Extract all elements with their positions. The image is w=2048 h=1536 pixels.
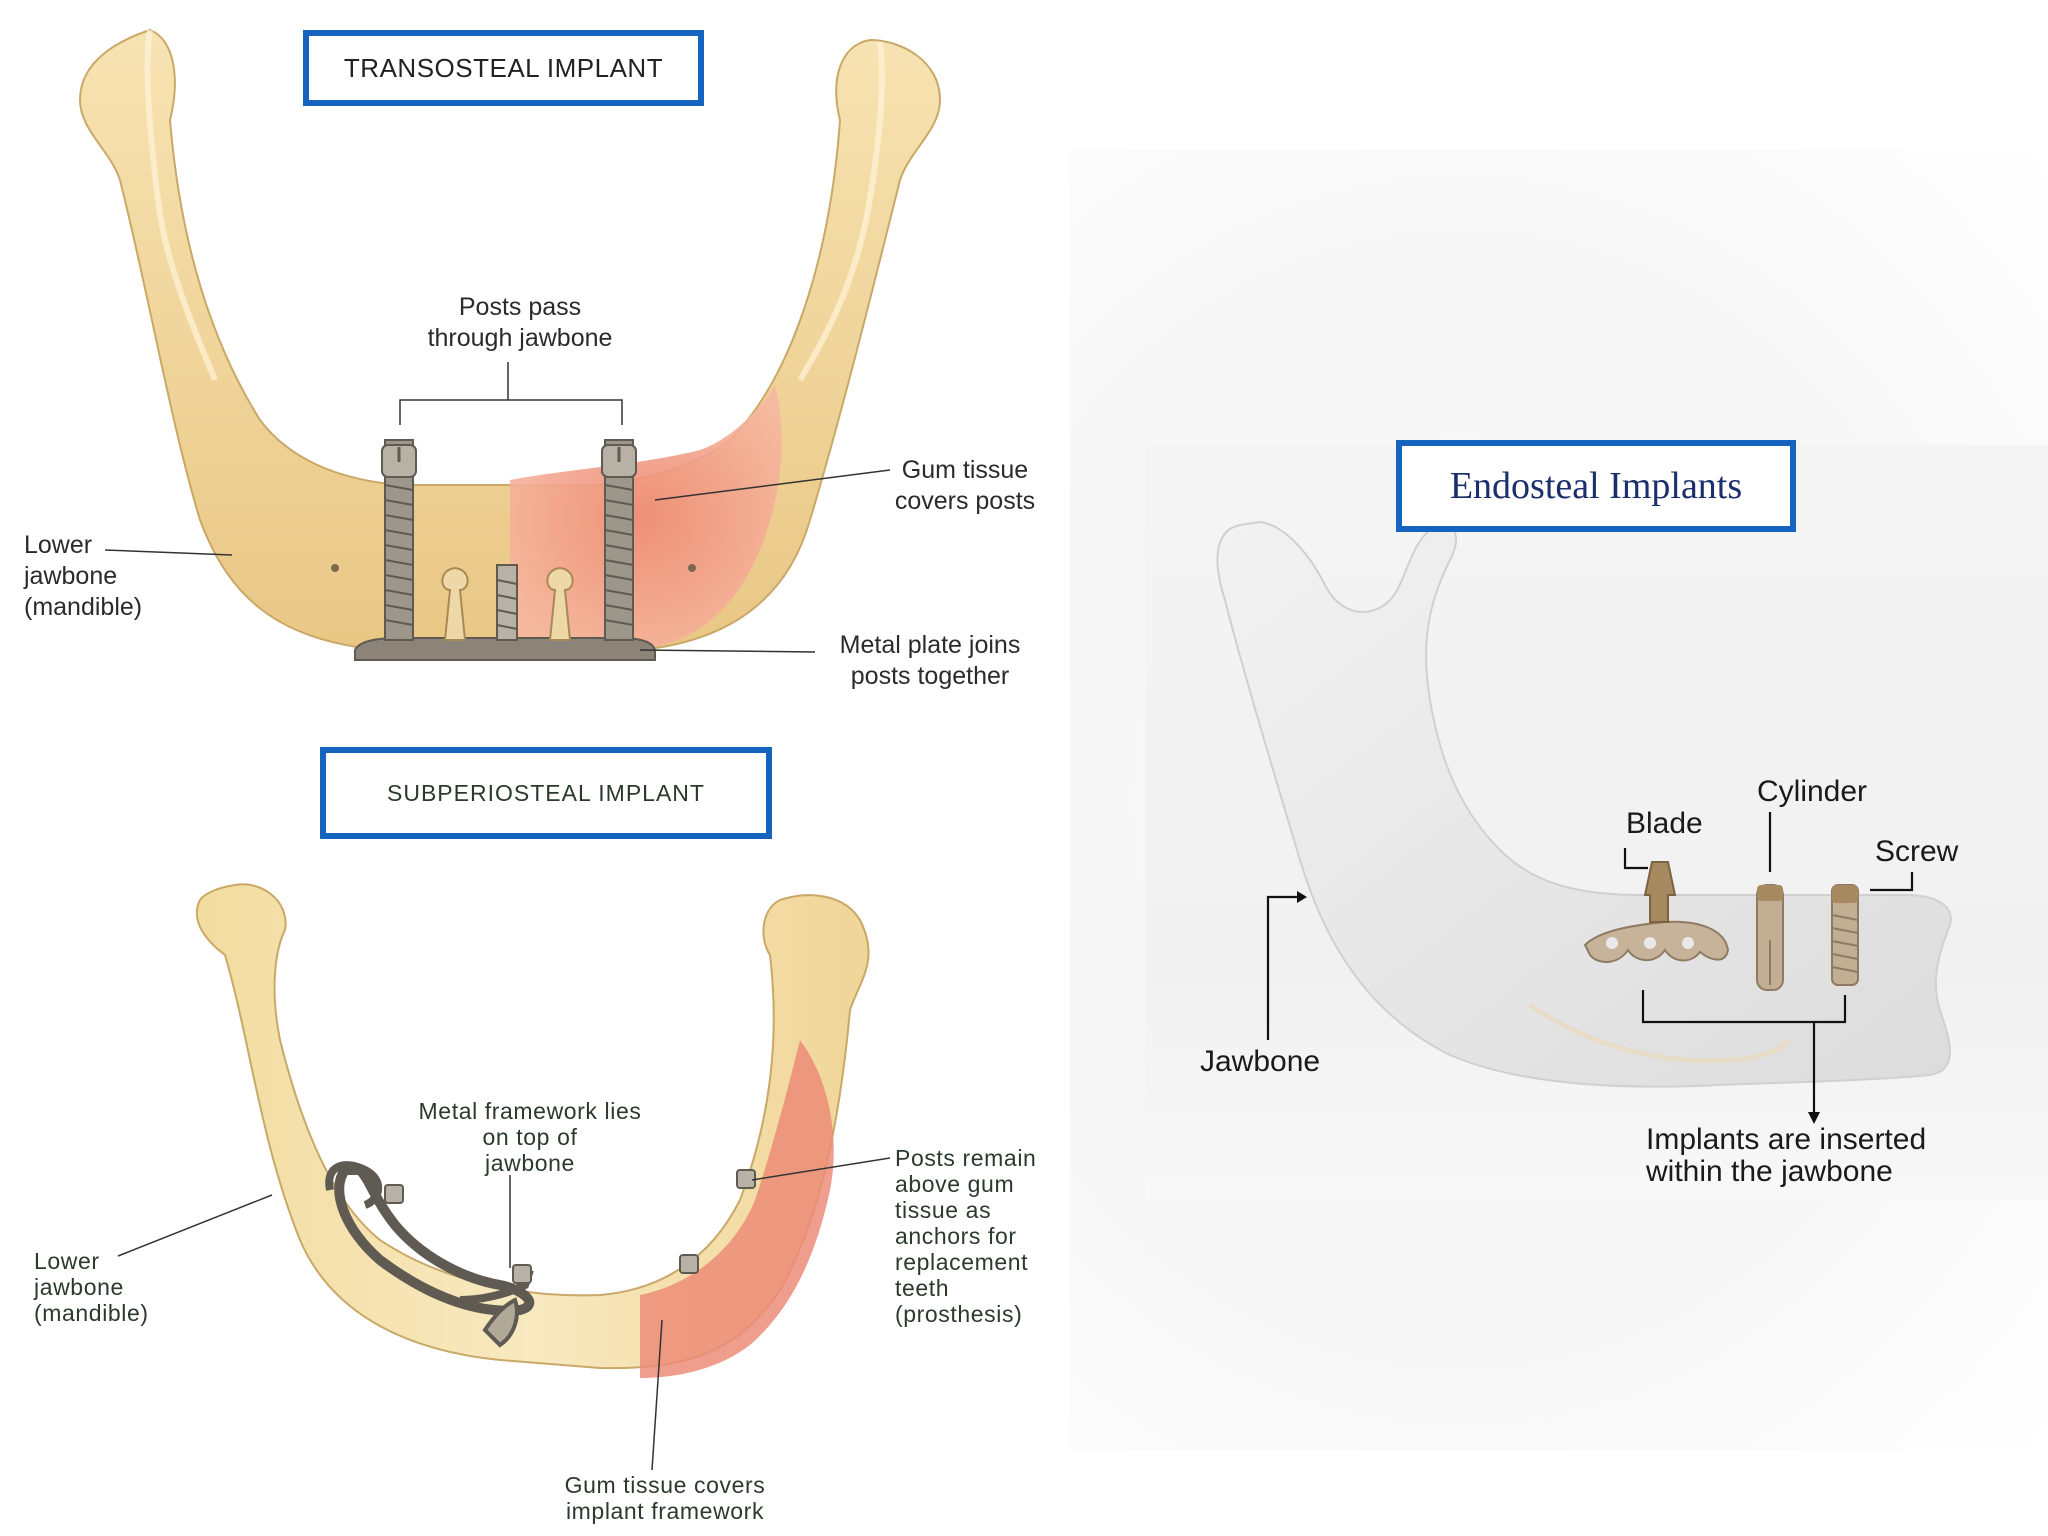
label-metal-plate: Metal plate joins posts together: [839, 631, 1021, 690]
label-posts-pass: Posts pass through jawbone: [427, 293, 613, 352]
endosteal-arrowheads: [1297, 891, 1820, 1124]
transosteal-title: TRANSOSTEAL IMPLANT: [303, 30, 704, 106]
transosteal-leaders: [104, 362, 891, 653]
blade-implant: [1583, 861, 1730, 963]
subperiosteal-title-text: SUBPERIOSTEAL IMPLANT: [387, 779, 705, 806]
label-implants-inserted: Implants are inserted within the jawbone: [1646, 1123, 1927, 1188]
transosteal-post-left: [381, 439, 417, 641]
label-gum-covers-framework: Gum tissue covers implant framework: [564, 1472, 766, 1524]
label-lower-jawbone-bottom: Lower jawbone (mandible): [34, 1248, 149, 1326]
transosteal-title-text: TRANSOSTEAL IMPLANT: [343, 52, 664, 83]
transosteal-mandible: [78, 28, 942, 661]
label-lower-jawbone-top: Lower jawbone (mandible): [24, 531, 143, 621]
label-cylinder: Cylinder: [1757, 775, 1868, 808]
cylinder-implant: [1756, 884, 1784, 991]
label-metal-framework: Metal framework lies on top of jawbone: [418, 1098, 642, 1176]
transosteal-small-pins: [441, 564, 574, 641]
endosteal-title: Endosteal Implants: [1396, 440, 1796, 532]
endosteal-jawbone: [1216, 520, 1952, 1088]
subperiosteal-mandible: [195, 883, 870, 1378]
endosteal-title-text: Endosteal Implants: [1449, 465, 1743, 507]
subperiosteal-leaders: [117, 1157, 891, 1471]
screw-implant: [1831, 884, 1859, 986]
label-jawbone: Jawbone: [1200, 1045, 1321, 1078]
label-gum-tissue-covers-posts: Gum tissue covers posts: [894, 456, 1036, 515]
subperiosteal-posts: [384, 1169, 756, 1284]
label-posts-remain: Posts remain above gum tissue as anchors…: [895, 1145, 1037, 1327]
label-screw: Screw: [1875, 835, 1959, 868]
endosteal-leaders: [1266, 812, 1914, 1118]
label-blade: Blade: [1626, 807, 1703, 840]
subperiosteal-title: SUBPERIOSTEAL IMPLANT: [320, 747, 772, 839]
transosteal-post-right: [601, 439, 637, 641]
